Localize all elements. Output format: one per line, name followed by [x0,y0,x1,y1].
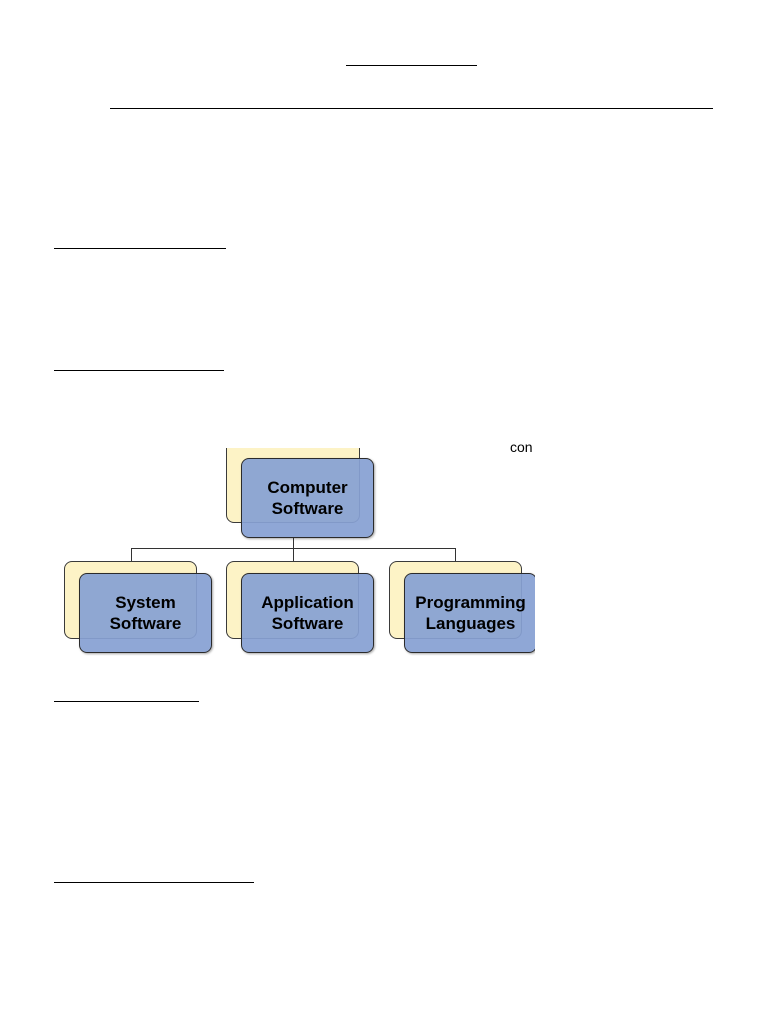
child-node-system-software: System Software [79,573,212,653]
child-node-label-line2: Software [271,614,344,633]
section-heading-underline-2 [54,370,224,371]
connector-drop-1 [131,548,132,561]
section-heading-underline-3 [54,701,199,702]
root-node-computer-software: Computer Software [241,458,374,538]
child-node-application-software: Application Software [241,573,374,653]
child-node-label-line1: Application [261,593,354,612]
section-heading-underline-4 [54,882,254,883]
child-node-label-line2: Software [109,614,182,633]
child-node-label-line1: System [115,593,176,612]
child-node-label-line1: Programming [415,593,526,612]
child-node-programming-languages: Programming Languages [404,573,535,653]
connector-root-stem [293,538,294,548]
root-node-label-line2: Software [271,499,344,518]
subtitle-underline [110,108,713,109]
child-node-label-line2: Languages [425,614,516,633]
root-node-label-line1: Computer [267,478,348,497]
cropped-text-fragment: con [510,439,533,455]
title-underline [346,65,477,66]
connector-drop-3 [455,548,456,561]
section-heading-underline-1 [54,248,226,249]
software-hierarchy-diagram: Computer Software System Software Applic… [55,448,535,656]
connector-drop-2 [293,548,294,561]
